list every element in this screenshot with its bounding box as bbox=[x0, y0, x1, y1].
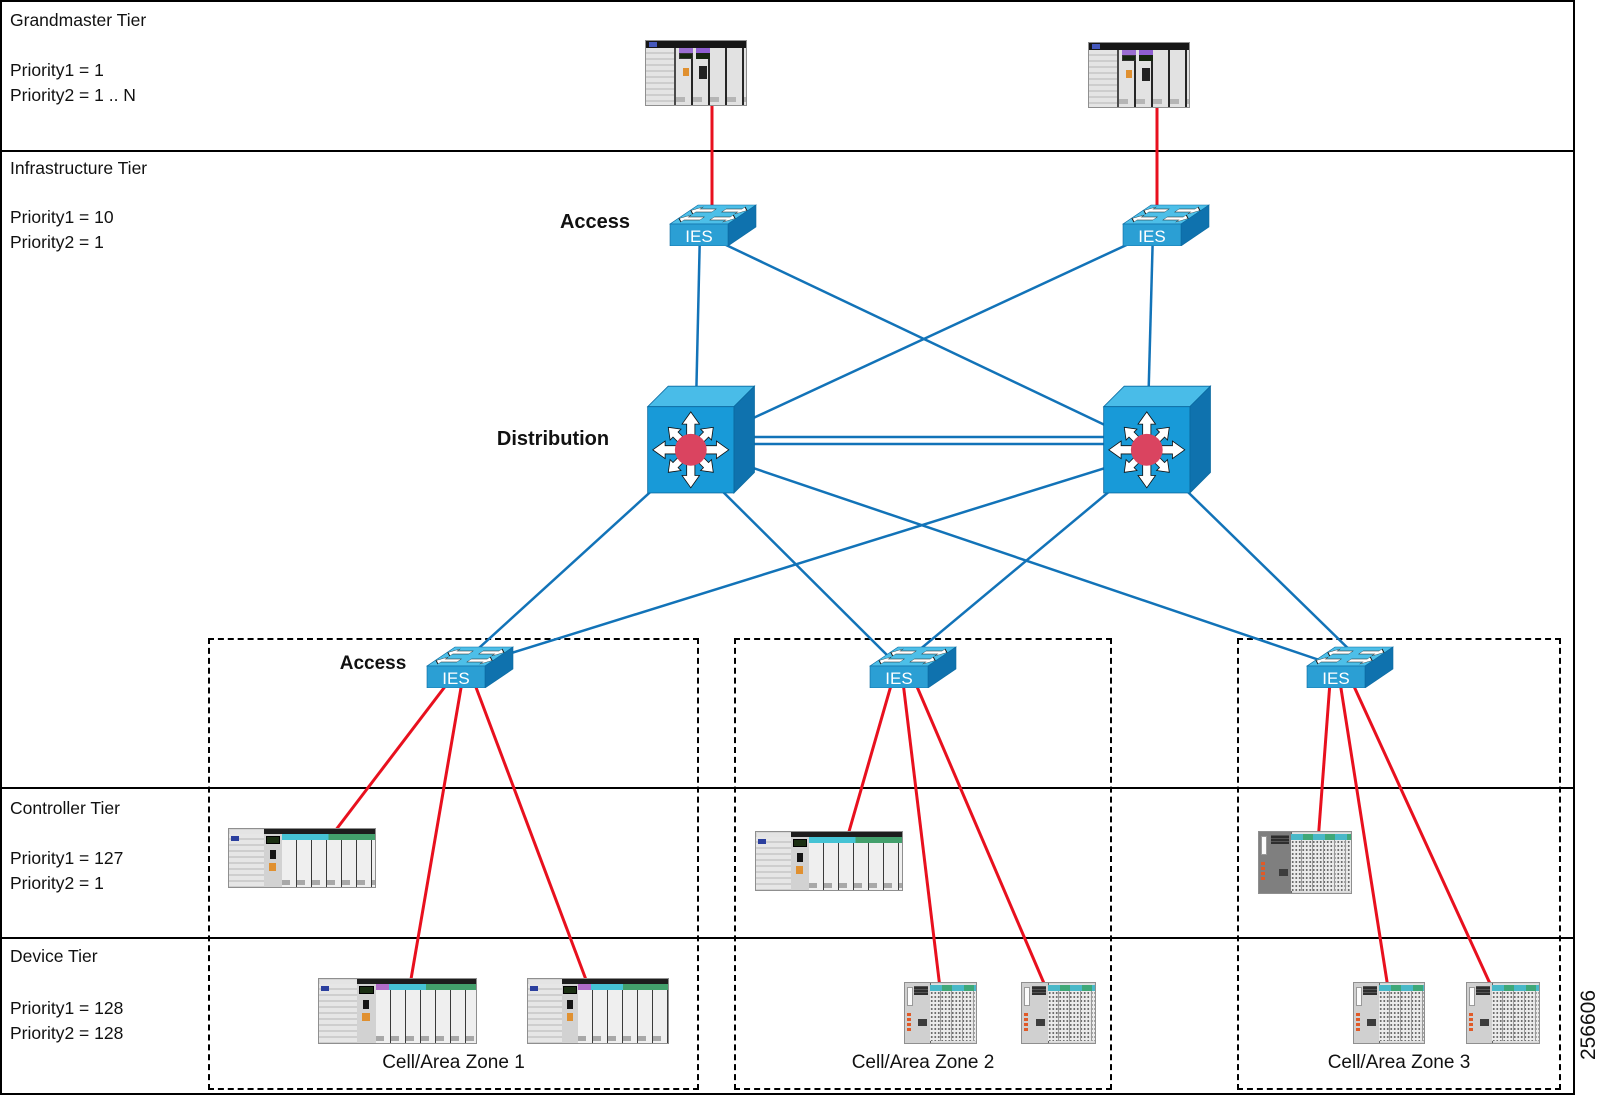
tier-device-priority1: Priority1 = 128 bbox=[10, 998, 124, 1018]
device-io-zone3-a bbox=[1353, 982, 1425, 1044]
distribution-label: Distribution bbox=[496, 428, 610, 450]
controller-module bbox=[905, 983, 931, 1043]
io-terminals bbox=[929, 991, 976, 1041]
vendor-logo bbox=[758, 839, 766, 844]
redundant-ethernet-links bbox=[456, 229, 1361, 672]
controller-compact-plc-zone3 bbox=[1258, 831, 1352, 894]
tier-controller-priority1: Priority1 = 127 bbox=[10, 848, 124, 868]
ies-switch-label: IES bbox=[685, 227, 712, 246]
device-plc-zone1-b bbox=[527, 978, 669, 1044]
vendor-logo bbox=[530, 986, 538, 991]
io-terminals bbox=[1378, 991, 1424, 1041]
io-modules bbox=[578, 984, 668, 1043]
access-ies-switch-right: IES bbox=[1121, 198, 1211, 246]
diagram-frame bbox=[0, 0, 1575, 1095]
controller-module bbox=[561, 984, 580, 1043]
io-modules bbox=[375, 984, 476, 1043]
ies-switch-label: IES bbox=[885, 669, 912, 688]
power-supply-module bbox=[756, 837, 793, 890]
power-supply-module bbox=[319, 984, 358, 1043]
power-supply-module bbox=[229, 834, 266, 887]
access-zone-label: Access bbox=[339, 653, 407, 674]
grandmaster-plc-1 bbox=[645, 40, 747, 106]
tier-separator-3 bbox=[0, 937, 1575, 939]
plc-top-strip bbox=[646, 41, 746, 48]
tier-controller-priority2: Priority2 = 1 bbox=[10, 873, 104, 893]
zone-3-label: Cell/Area Zone 3 bbox=[1327, 1052, 1471, 1073]
vendor-logo bbox=[649, 42, 657, 47]
power-supply-module bbox=[646, 48, 676, 105]
distribution-switch-left bbox=[640, 380, 758, 495]
io-terminals bbox=[1291, 840, 1351, 891]
cell-area-zone-3-box: Cell/Area Zone 3 bbox=[1237, 638, 1561, 1090]
io-headers bbox=[1291, 834, 1351, 840]
vendor-logo bbox=[231, 836, 239, 841]
module-slots bbox=[1119, 50, 1189, 107]
vendor-logo bbox=[1092, 44, 1100, 49]
ptp-grandmaster-links bbox=[330, 95, 1494, 989]
zone-2-label: Cell/Area Zone 2 bbox=[851, 1052, 995, 1073]
tier-grandmaster-title: Grandmaster Tier bbox=[10, 10, 147, 30]
zone1-ies-switch: IES bbox=[425, 640, 515, 688]
controller-plc-zone2 bbox=[755, 831, 903, 891]
controller-module bbox=[1259, 832, 1293, 893]
controller-module bbox=[1354, 983, 1380, 1043]
device-io-zone2-b bbox=[1021, 982, 1096, 1044]
io-modules bbox=[281, 834, 375, 887]
controller-module bbox=[264, 834, 283, 887]
tier-device-title: Device Tier bbox=[10, 946, 98, 966]
device-io-zone3-b bbox=[1466, 982, 1540, 1044]
io-headers bbox=[1047, 985, 1095, 991]
io-terminals bbox=[1047, 991, 1095, 1041]
device-io-zone2-a bbox=[904, 982, 977, 1044]
grandmaster-plc-2 bbox=[1088, 42, 1190, 108]
ies-switch-label: IES bbox=[1138, 227, 1165, 246]
tier-grandmaster-priority2: Priority2 = 1 .. N bbox=[10, 85, 136, 105]
ies-switch-label: IES bbox=[442, 669, 469, 688]
io-headers bbox=[1492, 985, 1539, 991]
distribution-switch-right bbox=[1096, 380, 1214, 495]
device-plc-zone1-a bbox=[318, 978, 477, 1044]
io-terminals bbox=[1492, 991, 1539, 1041]
cell-area-zone-1-box: Cell/Area Zone 1 bbox=[208, 638, 699, 1090]
access-ies-switch-left: IES bbox=[668, 198, 758, 246]
io-headers bbox=[929, 985, 976, 991]
controller-module bbox=[356, 984, 377, 1043]
power-supply-module bbox=[528, 984, 563, 1043]
cell-area-zone-2-box: Cell/Area Zone 2 bbox=[734, 638, 1112, 1090]
tier-infrastructure-title: Infrastructure Tier bbox=[10, 158, 148, 178]
controller-module bbox=[791, 837, 810, 890]
controller-module bbox=[1022, 983, 1049, 1043]
io-headers bbox=[1378, 985, 1424, 991]
plc-top-strip bbox=[1089, 43, 1189, 50]
zone3-ies-switch: IES bbox=[1305, 640, 1395, 688]
tier-grandmaster-priority1: Priority1 = 1 bbox=[10, 60, 104, 80]
tier-controller-title: Controller Tier bbox=[10, 798, 120, 818]
tier-infrastructure-priority2: Priority2 = 1 bbox=[10, 232, 104, 252]
tier-separator-1 bbox=[0, 150, 1575, 152]
tier-device-priority2: Priority2 = 128 bbox=[10, 1023, 124, 1043]
io-modules bbox=[808, 837, 902, 890]
power-supply-module bbox=[1089, 50, 1119, 107]
ies-switch-label: IES bbox=[1322, 669, 1349, 688]
controller-module bbox=[1467, 983, 1494, 1043]
zone-1-label: Cell/Area Zone 1 bbox=[382, 1052, 525, 1073]
tier-infrastructure-priority1: Priority1 = 10 bbox=[10, 207, 114, 227]
controller-plc-zone1 bbox=[228, 828, 376, 888]
tier-separator-2 bbox=[0, 787, 1575, 789]
vendor-logo bbox=[321, 986, 329, 991]
access-top-label: Access bbox=[559, 211, 631, 233]
zone2-ies-switch: IES bbox=[868, 640, 958, 688]
